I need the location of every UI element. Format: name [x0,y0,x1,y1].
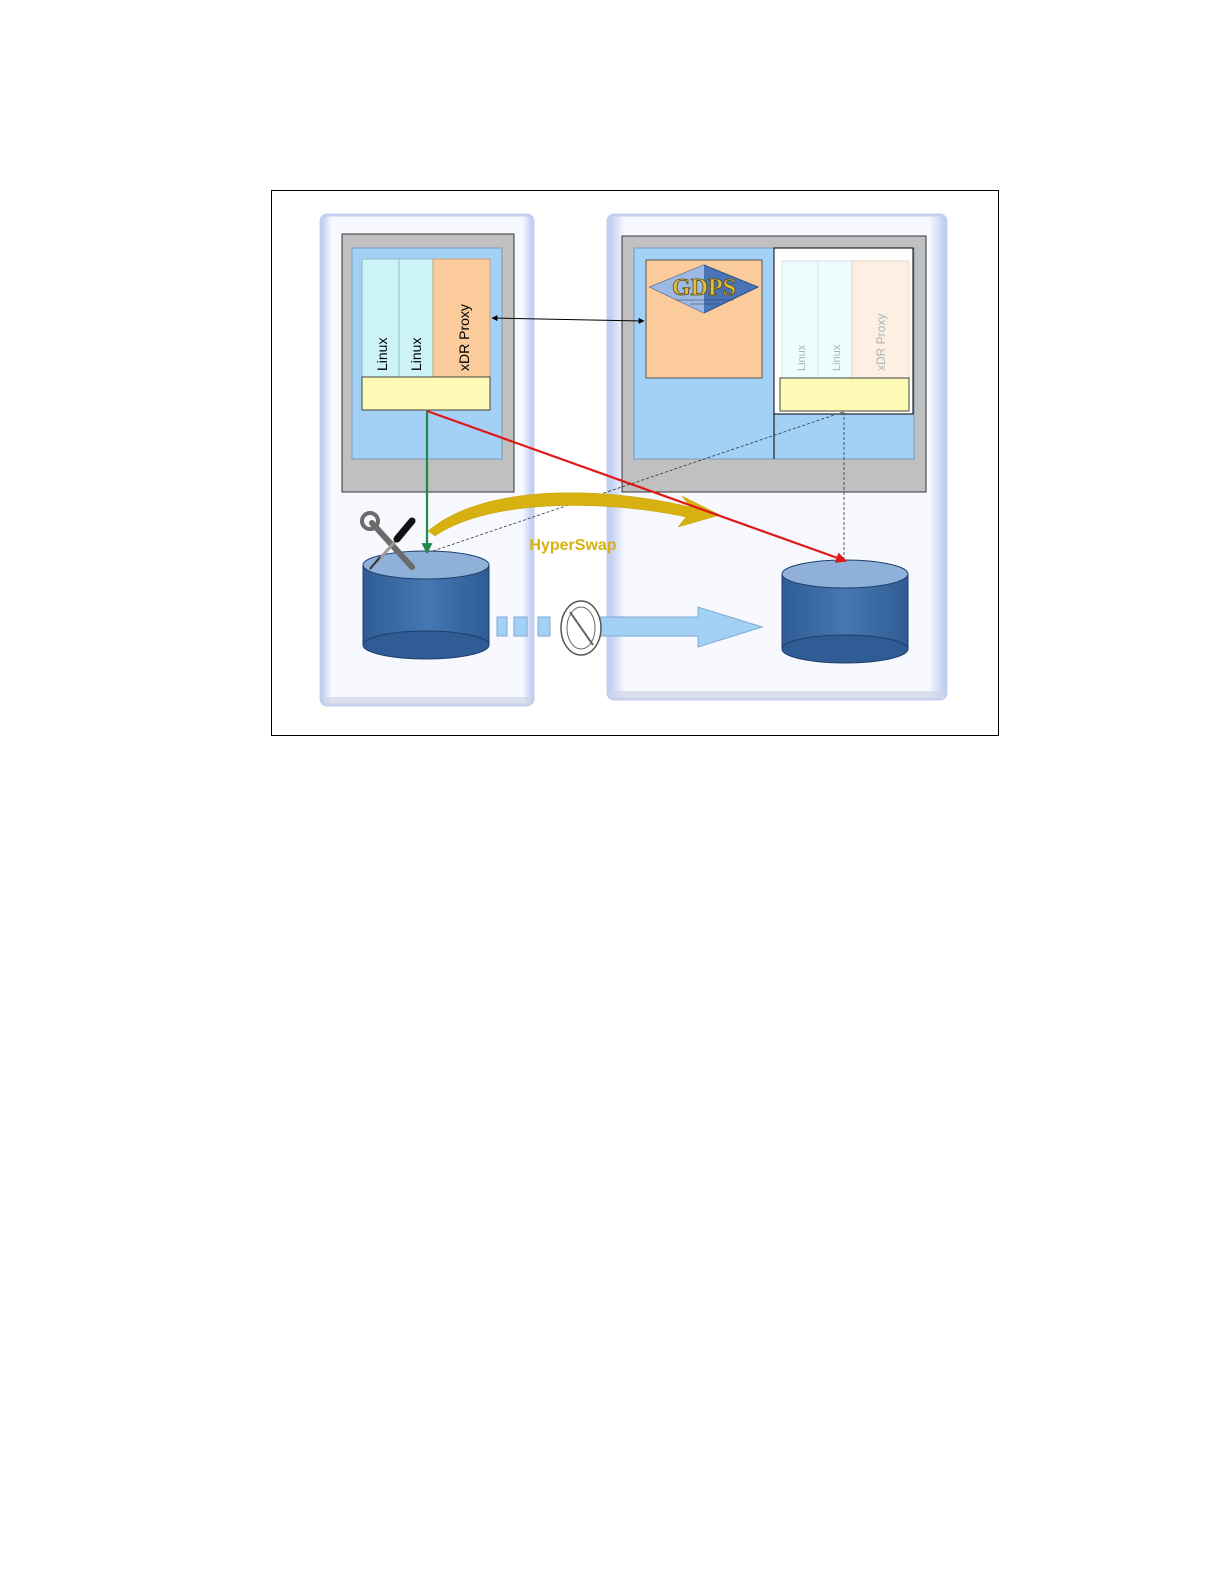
left-storage-disk [363,551,489,659]
right-xdr-proxy-label: xDR Proxy [874,314,888,371]
prohibited-icon [561,601,601,655]
left-linux-label-2: Linux [408,338,424,371]
gdps-xdr-hyperswap-diagram: Linux Linux xDR Proxy Linux Linux xDR Pr… [272,191,998,735]
right-linux-label-2: Linux [831,344,843,371]
gdps-logo-text: GDPS [672,275,736,301]
left-linux-label-1: Linux [374,338,390,371]
left-xdr-proxy-label: xDR Proxy [456,304,472,371]
hyperswap-label: HyperSwap [529,537,616,554]
right-linux-label-1: Linux [796,344,808,371]
figure-frame: Linux Linux xDR Proxy Linux Linux xDR Pr… [271,190,999,736]
right-storage-disk [782,560,908,663]
